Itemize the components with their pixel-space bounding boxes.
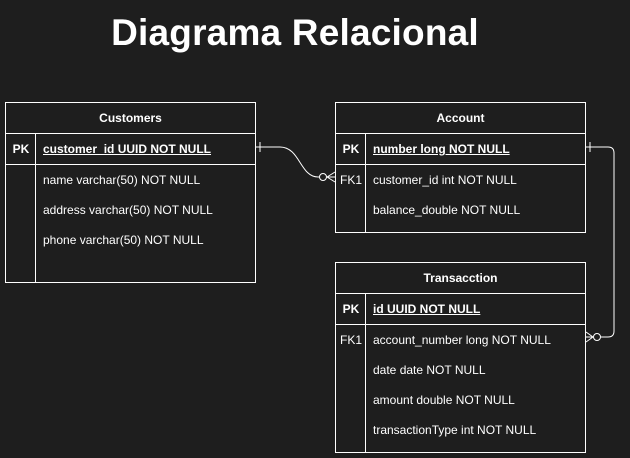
field-name: customer_id int NOT NULL (373, 173, 517, 187)
entity-header: Transacction (336, 263, 585, 294)
field-row[interactable]: address varchar(50) NOT NULL (6, 195, 255, 225)
field-name: transactionType int NOT NULL (373, 423, 537, 437)
pk-label: PK (12, 142, 30, 156)
entity-account[interactable]: Account PK number long NOT NULL FK1 cust… (335, 102, 586, 233)
pk-label: PK (342, 142, 360, 156)
field-name: amount double NOT NULL (373, 393, 515, 407)
entity-divider (365, 293, 366, 452)
field-name: name varchar(50) NOT NULL (43, 173, 201, 187)
entity-header: Customers (6, 103, 255, 134)
field-name: address varchar(50) NOT NULL (43, 203, 213, 217)
field-row[interactable]: balance_double NOT NULL (336, 195, 585, 225)
field-name: date date NOT NULL (373, 363, 486, 377)
field-name: phone varchar(50) NOT NULL (43, 233, 204, 247)
pk-label: PK (342, 302, 360, 316)
relationship-customers-account[interactable] (256, 142, 336, 183)
relationship-account-transaction[interactable] (585, 142, 615, 343)
pk-row[interactable]: PK customer_id UUID NOT NULL (6, 134, 255, 165)
diagram-title: Diagrama Relacional (111, 12, 479, 53)
entity-customers[interactable]: Customers PK customer_id UUID NOT NULL n… (5, 102, 256, 283)
field-row[interactable]: amount double NOT NULL (336, 385, 585, 415)
pk-row[interactable]: PK id UUID NOT NULL (336, 294, 585, 325)
field-name: balance_double NOT NULL (373, 203, 521, 217)
pk-field: number long NOT NULL (373, 142, 510, 156)
entity-transaction[interactable]: Transacction PK id UUID NOT NULL FK1 acc… (335, 262, 586, 453)
field-name: account_number long NOT NULL (373, 333, 551, 347)
entity-divider (35, 133, 36, 282)
pk-row[interactable]: PK number long NOT NULL (336, 134, 585, 165)
field-row[interactable]: name varchar(50) NOT NULL (6, 165, 255, 195)
fk-label: FK1 (339, 173, 362, 187)
field-row[interactable]: FK1 customer_id int NOT NULL (336, 165, 585, 195)
field-row[interactable]: transactionType int NOT NULL (336, 415, 585, 445)
pk-field: customer_id UUID NOT NULL (43, 142, 212, 156)
field-row[interactable]: date date NOT NULL (336, 355, 585, 385)
pk-field: id UUID NOT NULL (373, 302, 481, 316)
fk-label: FK1 (339, 333, 362, 347)
entity-header: Account (336, 103, 585, 134)
field-row[interactable]: phone varchar(50) NOT NULL (6, 225, 255, 255)
field-row[interactable]: FK1 account_number long NOT NULL (336, 325, 585, 355)
entity-divider (365, 133, 366, 232)
